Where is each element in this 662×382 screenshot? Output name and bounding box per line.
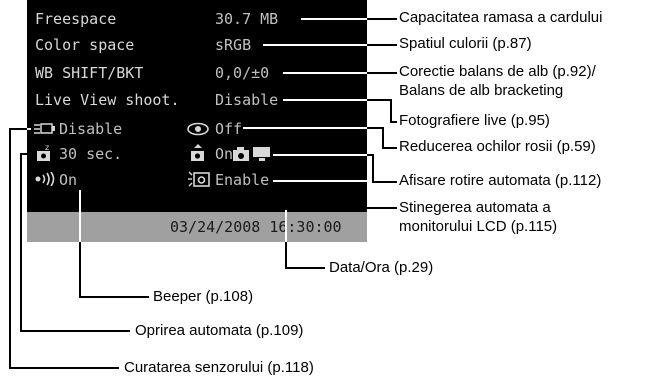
callout-live-view: Fotografiere live (p.95): [399, 112, 550, 129]
wb-shift-label: WB SHIFT/BKT: [35, 64, 144, 82]
leader-line: [372, 181, 397, 183]
leader-line: [20, 330, 130, 332]
datetime-value: 03/24/2008 16:30:00: [170, 218, 342, 236]
callout-date-time: Data/Ora (p.29): [329, 259, 434, 276]
leader-line: [285, 210, 287, 242]
leader-line: [79, 242, 81, 297]
callout-lcd-off-line2: monitorului LCD (p.115): [399, 218, 558, 235]
freespace-value: 30.7 MB: [215, 10, 279, 28]
leader-line: [390, 99, 392, 122]
color-space-value: sRGB: [215, 36, 252, 54]
leader-line: [367, 18, 397, 20]
leader-line: [79, 296, 149, 298]
leader-line: [285, 267, 325, 269]
leader-line: [367, 207, 397, 209]
leader-line: [301, 18, 367, 20]
leader-line: [273, 180, 367, 182]
sensor-clean-icon: [34, 123, 55, 134]
leader-line: [367, 127, 383, 129]
beep-value: On: [59, 171, 78, 189]
leader-line: [367, 154, 373, 156]
auto-rotate-value: On: [215, 145, 234, 163]
svg-text:z: z: [45, 143, 49, 152]
leader-line: [372, 154, 374, 182]
freespace-label: Freespace: [35, 10, 117, 28]
callout-red-eye: Reducerea ochilor rosii (p.59): [399, 138, 596, 155]
red-eye-icon: [187, 122, 209, 136]
callout-auto-rotate: Afisare rotire automata (p.112): [399, 172, 602, 189]
leader-line: [367, 72, 397, 74]
leader-line: [285, 242, 287, 268]
monitor-icon: [253, 147, 270, 161]
callout-freespace: Capacitatea ramasa a cardului: [399, 9, 603, 26]
callout-color-space: Spatiul culorii (p.87): [399, 35, 532, 52]
auto-power-off-icon: z: [37, 143, 50, 161]
callout-sensor-clean: Curatarea senzorului (p.118): [124, 359, 314, 376]
leader-line: [263, 44, 367, 46]
callout-lcd-off-line1: Stinegerea automata a: [399, 199, 551, 216]
red-eye-value: Off: [215, 120, 243, 138]
callout-beeper: Beeper (p.108): [153, 288, 254, 305]
live-view-value: Disable: [215, 91, 279, 109]
leader-line: [9, 128, 11, 368]
leader-line: [382, 147, 397, 149]
leader-line: [367, 44, 397, 46]
camera-icon: [233, 147, 249, 161]
leader-line: [9, 128, 27, 130]
leader-line: [283, 72, 367, 74]
auto-power-off-value: 30 sec.: [59, 145, 123, 163]
color-space-label: Color space: [35, 36, 135, 54]
status-bar: 03/24/2008 16:30:00: [27, 212, 367, 242]
auto-rotate-icon: [191, 144, 204, 161]
callout-wb-line1: Corectie balans de alb (p.92)/: [399, 63, 596, 80]
leader-line: [243, 127, 367, 129]
sensor-clean-value: Disable: [59, 120, 123, 138]
leader-line: [390, 121, 397, 123]
lcd-off-value: Enable: [215, 171, 270, 189]
live-view-label: Live View shoot.: [35, 91, 180, 109]
wb-shift-value: 0,0/±0: [215, 64, 270, 82]
camera-lcd-screen: Freespace 30.7 MB Color space sRGB WB SH…: [27, 0, 367, 242]
leader-line: [79, 190, 81, 242]
callout-wb-line2: Balans de alb bracketing: [399, 82, 564, 99]
leader-line: [382, 127, 384, 148]
beep-icon: [35, 172, 55, 186]
leader-line: [273, 154, 367, 156]
lcd-off-icon: [188, 171, 210, 187]
leader-line: [20, 153, 33, 155]
leader-line: [283, 99, 367, 101]
callout-auto-power-off: Oprirea automata (p.109): [135, 322, 304, 339]
leader-line: [367, 99, 391, 101]
leader-line: [27, 128, 31, 130]
leader-line: [20, 153, 22, 331]
leader-line: [9, 367, 119, 369]
